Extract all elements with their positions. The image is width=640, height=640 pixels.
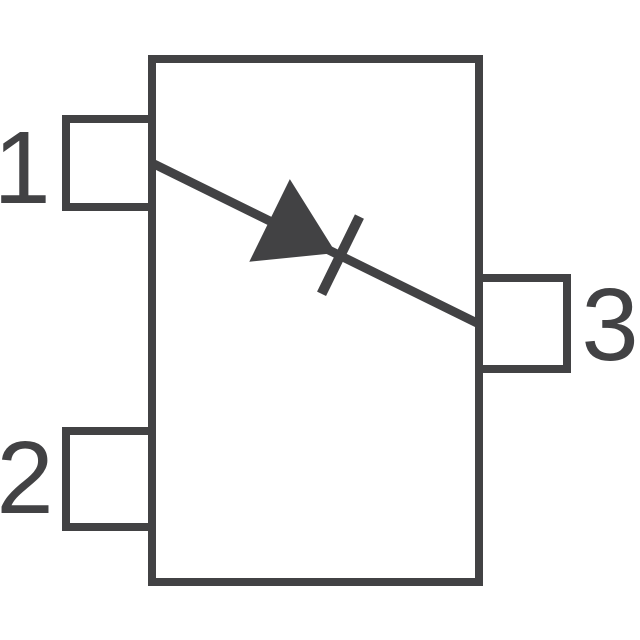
- pin-2-label: 2: [0, 420, 54, 535]
- pin-3-pad: [475, 274, 571, 373]
- pin-3-label: 3: [581, 267, 638, 382]
- diode-cathode-bar-icon: [317, 214, 364, 297]
- pin-2-pad: [62, 427, 156, 531]
- package-outline: [148, 55, 483, 586]
- pin-1-label: 1: [0, 110, 51, 225]
- diode-anode-triangle-icon: [249, 179, 336, 262]
- diode-icon: [249, 179, 364, 297]
- pin-1-pad: [62, 115, 156, 211]
